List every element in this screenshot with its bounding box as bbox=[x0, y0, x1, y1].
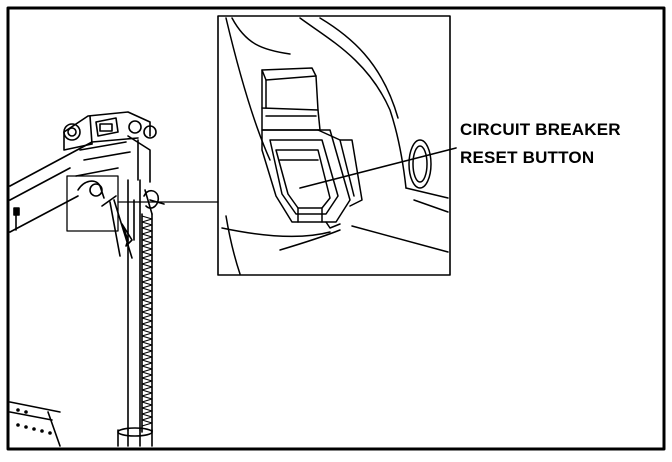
callout-label-line-2: RESET BUTTON bbox=[460, 148, 595, 167]
outer-border bbox=[6, 6, 666, 451]
base-frame-holes bbox=[16, 408, 52, 435]
callout-label-line-1: CIRCUIT BREAKER bbox=[460, 120, 621, 139]
detail-inset-drawing bbox=[221, 17, 449, 275]
machine-main-view bbox=[9, 111, 165, 447]
detail-inset-frame bbox=[217, 15, 451, 276]
detail-region-box bbox=[66, 175, 119, 232]
callout-label: CIRCUIT BREAKER RESET BUTTON bbox=[460, 116, 621, 172]
callout-pointer-line bbox=[299, 147, 457, 189]
threaded-rod-pattern bbox=[141, 215, 153, 427]
